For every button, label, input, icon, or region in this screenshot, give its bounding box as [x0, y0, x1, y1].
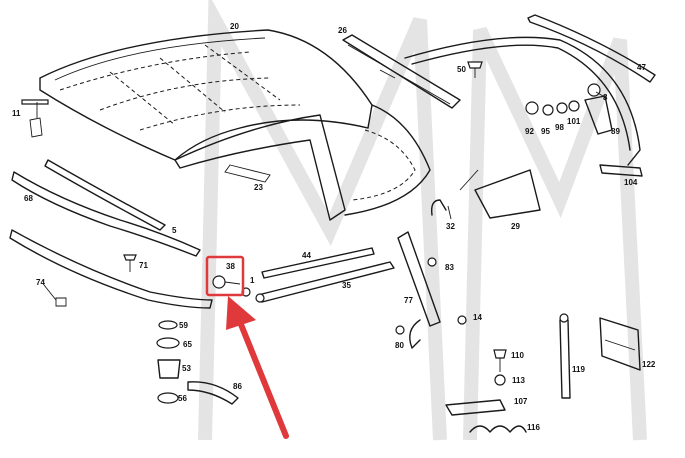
label-77: 77 — [404, 296, 413, 305]
label-113: 113 — [512, 376, 525, 385]
highlight-callout — [205, 255, 289, 439]
label-122: 122 — [642, 360, 656, 369]
label-92: 92 — [525, 127, 534, 136]
label-23: 23 — [254, 183, 263, 192]
label-98: 98 — [555, 123, 564, 132]
rear-window-part — [342, 34, 461, 109]
label-47: 47 — [637, 63, 646, 72]
label-1: 1 — [250, 276, 255, 285]
bolt-38-part — [212, 275, 251, 297]
label-107: 107 — [514, 397, 528, 406]
label-95: 95 — [541, 127, 550, 136]
watermark — [198, 0, 647, 441]
link-arm-part — [395, 231, 467, 349]
label-110: 110 — [511, 351, 524, 360]
label-5: 5 — [172, 226, 177, 235]
leader-lines — [36, 91, 604, 301]
label-29: 29 — [511, 222, 520, 231]
clip-and-quarter-window — [430, 169, 541, 219]
label-11: 11 — [12, 109, 21, 118]
screw-71-part — [123, 254, 137, 272]
label-80: 80 — [395, 341, 404, 350]
highlight-box — [205, 255, 245, 297]
label-101: 101 — [567, 117, 581, 126]
label-56: 56 — [178, 394, 187, 403]
highlight-arrow-head — [226, 296, 256, 330]
label-59: 59 — [179, 321, 188, 330]
rod-119-part — [559, 313, 571, 399]
label-65: 65 — [183, 340, 192, 349]
highlight-arrow-shaft — [237, 319, 289, 439]
label-8: 8 — [603, 93, 608, 102]
label-86: 86 — [233, 382, 242, 391]
bracket-spring-part — [445, 399, 527, 433]
tag-part — [21, 99, 49, 138]
label-14: 14 — [473, 313, 482, 322]
label-38: 38 — [226, 262, 235, 271]
label-35: 35 — [342, 281, 351, 290]
label-68: 68 — [24, 194, 33, 203]
hardware-right — [467, 61, 613, 135]
label-83: 83 — [445, 263, 454, 272]
label-74: 74 — [36, 278, 45, 287]
label-32: 32 — [446, 222, 455, 231]
label-71: 71 — [139, 261, 148, 270]
label-44: 44 — [302, 251, 311, 260]
main-bow-part — [9, 229, 213, 309]
hardware-left-bottom — [156, 320, 239, 405]
label-116: 116 — [527, 423, 540, 432]
label-119: 119 — [572, 365, 585, 374]
side-strips-part — [11, 159, 201, 257]
roof-rails-part — [404, 14, 656, 177]
label-104: 104 — [624, 178, 638, 187]
soft-top-part — [39, 29, 431, 221]
part-labels: 20 26 47 50 8 11 92 95 98 101 89 23 104 … — [12, 22, 656, 432]
pad-122-part — [599, 317, 641, 371]
bolt-110-part — [493, 349, 507, 386]
label-53: 53 — [182, 364, 191, 373]
label-20: 20 — [230, 22, 239, 31]
rods-part — [255, 247, 395, 303]
label-89: 89 — [611, 127, 620, 136]
label-50: 50 — [457, 65, 466, 74]
label-26: 26 — [338, 26, 347, 35]
